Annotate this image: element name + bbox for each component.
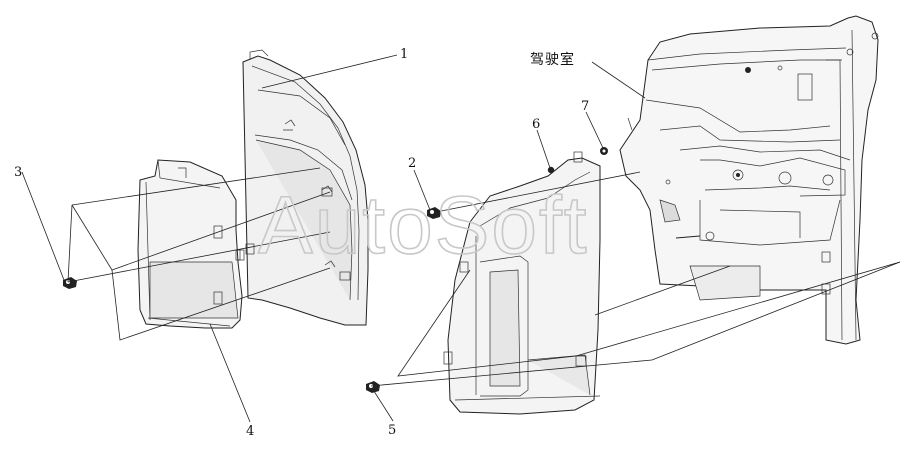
part-7-clip [600, 147, 608, 155]
assembly-lines [67, 167, 901, 387]
callout-7: 7 [581, 99, 589, 114]
part-3-bolt [63, 277, 77, 289]
callout-2: 2 [408, 156, 416, 171]
callout-5: 5 [388, 423, 396, 438]
part-6-clip [547, 166, 555, 174]
part-6-front-corner-trim [443, 151, 601, 415]
part-2-bolt [427, 207, 441, 219]
part-1-outer-corner-panel [231, 49, 369, 326]
cab-body-frame [619, 15, 879, 345]
part-4-inner-step-panel [137, 159, 245, 329]
callout-3: 3 [14, 165, 22, 180]
callout-1: 1 [400, 47, 408, 62]
leader-lines [21, 54, 646, 423]
part-5-bolt [366, 381, 380, 393]
callout-6: 6 [532, 117, 540, 132]
cab-label: 驾驶室 [530, 51, 575, 68]
callout-4: 4 [246, 424, 254, 439]
watermark-text: AutoSoft [258, 180, 589, 271]
